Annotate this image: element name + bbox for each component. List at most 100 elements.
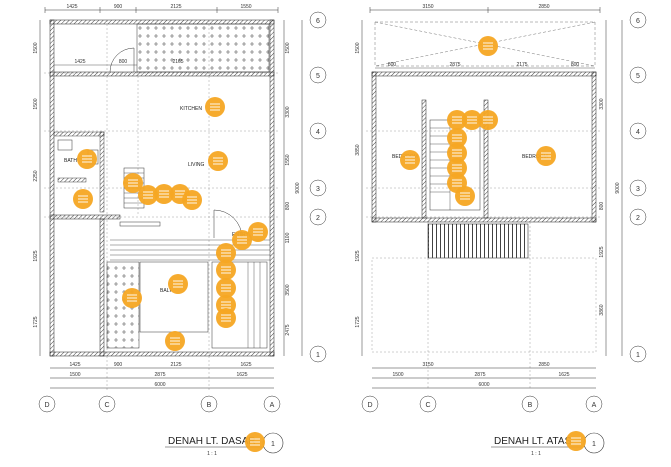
grid-x-c: C xyxy=(104,402,109,409)
grid-x-a: A xyxy=(270,402,275,409)
upper-grid-x-c: C xyxy=(425,402,430,409)
grid-bubbles-x-upper: D C B A xyxy=(361,395,603,413)
upper-grid-x-b: B xyxy=(528,402,533,409)
upper-grid-x-d: D xyxy=(367,402,372,409)
left-dimensions-upper: 1500 3850 1925 1725 xyxy=(355,20,363,356)
top-dimensions-upper: 3150 2850 xyxy=(369,4,601,13)
grid-x-d: D xyxy=(44,402,49,409)
upper-inner-dim-2: 2875 xyxy=(449,62,460,68)
upper-grid-y-3: 3 xyxy=(636,186,640,193)
inner-dim-2: 800 xyxy=(119,59,128,65)
upper-bottom-total: 6000 xyxy=(478,382,489,388)
upper-sheet-number: 1 xyxy=(592,441,596,448)
upper-grid-y-5: 5 xyxy=(636,73,640,80)
grid-bubbles-y-upper: 6 5 4 3 2 1 xyxy=(629,11,647,363)
upper-inner-dim-3: 2175 xyxy=(516,62,527,68)
left-dim-5: 1725 xyxy=(33,316,39,327)
upper-grid-y-4: 4 xyxy=(636,129,640,136)
left-dim-2: 1500 xyxy=(33,98,39,109)
top-dim-3: 2125 xyxy=(170,4,181,10)
upper-right-total: 9000 xyxy=(615,182,621,193)
upper-grid-x-a: A xyxy=(592,402,597,409)
plan-title: DENAH LT. DASAR xyxy=(168,436,256,447)
upper-left-dim-2: 3850 xyxy=(355,144,361,155)
room-label-living: LIVING xyxy=(188,162,205,168)
upper-left-dim-1: 1500 xyxy=(355,42,361,53)
room-label-bedroom-2: BEDROOM xyxy=(522,154,548,160)
right-dim-6: 3500 xyxy=(285,284,291,295)
bottom-dim-2: 900 xyxy=(114,362,123,368)
plan-title-block: DENAH LT. DASAR 1 : 1 1 xyxy=(165,432,284,457)
right-dimensions-upper: 3300 800 1925 3860 9000 xyxy=(599,20,623,356)
upper-left-dim-3: 1925 xyxy=(355,250,361,261)
upper-bottom2-dim-2: 2875 xyxy=(474,372,485,378)
right-dim-4: 800 xyxy=(285,202,291,211)
garden-area xyxy=(136,23,270,73)
plan-ground-floor: 1425 900 2125 1550 1425 800 2165 xyxy=(33,4,327,457)
left-dim-4: 1925 xyxy=(33,250,39,261)
plan-upper-floor: 3150 2850 800 2875 2175 800 xyxy=(355,4,647,457)
right-dim-2: 3300 xyxy=(285,106,291,117)
left-dimensions: 1500 1500 2250 1925 1725 xyxy=(33,20,41,356)
inner-dim-1: 1425 xyxy=(74,59,85,65)
plan-scale: 1 : 1 xyxy=(207,451,217,457)
rear-door-swing xyxy=(109,47,135,73)
left-dim-1: 1500 xyxy=(33,42,39,53)
grid-y-5: 5 xyxy=(316,73,320,80)
upper-plan-scale: 1 : 1 xyxy=(531,451,541,457)
right-dim-5: 1100 xyxy=(285,232,291,243)
upper-plan-title: DENAH LT. ATAS xyxy=(494,436,572,447)
grid-y-4: 4 xyxy=(316,129,320,136)
upper-top-dim-1: 3150 xyxy=(422,4,433,10)
bottom-dim-1: 1425 xyxy=(69,362,80,368)
upper-grid-y-2: 2 xyxy=(636,215,640,222)
bottom-dimensions: 1425 900 2125 1625 1500 2875 1625 6000 xyxy=(50,362,274,389)
room-label-bath: BATH xyxy=(64,158,77,164)
top-dim-1: 1425 xyxy=(66,4,77,10)
upper-right-dim-2: 800 xyxy=(599,202,605,211)
grid-y-2: 2 xyxy=(316,215,320,222)
left-dim-3: 2250 xyxy=(33,170,39,181)
bottom2-dim-3: 1625 xyxy=(236,372,247,378)
upper-bottom2-dim-3: 1625 xyxy=(558,372,569,378)
bottom-dimensions-upper: 3150 2850 1500 2875 1625 6000 xyxy=(372,362,596,389)
top-dim-4: 1550 xyxy=(240,4,251,10)
grid-y-1: 1 xyxy=(316,352,320,359)
bottom-total-dim: 6000 xyxy=(154,382,165,388)
upper-inner-dim-4: 800 xyxy=(571,62,580,68)
bathroom: BATH xyxy=(53,131,105,213)
upper-plan-title-block: DENAH LT. ATAS 1 : 1 1 xyxy=(491,432,605,457)
right-dimensions: 1500 3300 1550 800 1100 3500 2475 9000 xyxy=(283,20,303,356)
grid-bubbles-x: D C B A xyxy=(38,395,281,413)
room-label-bali: BALI xyxy=(160,288,171,294)
right-dim-7: 2475 xyxy=(285,324,291,335)
bottom-dim-4: 1625 xyxy=(240,362,251,368)
grid-y-6: 6 xyxy=(316,18,320,25)
right-dim-3: 1550 xyxy=(285,154,291,165)
balcony-grille xyxy=(427,223,529,259)
upper-left-dim-4: 1725 xyxy=(355,316,361,327)
bottom2-dim-1: 1500 xyxy=(69,372,80,378)
room-label-kitchen: KITCHEN xyxy=(180,106,202,112)
top-dim-2: 900 xyxy=(114,4,123,10)
upper-bottom2-dim-1: 1500 xyxy=(392,372,403,378)
inner-dim-3: 2165 xyxy=(172,59,183,65)
upper-right-dim-1: 3300 xyxy=(599,98,605,109)
top-dimensions: 1425 900 2125 1550 xyxy=(44,4,279,13)
grid-x-b: B xyxy=(207,402,212,409)
upper-bottom-dim-1: 3150 xyxy=(422,362,433,368)
right-dim-1: 1500 xyxy=(285,42,291,53)
outer-walls-upper xyxy=(371,71,597,223)
right-total-dim: 9000 xyxy=(295,182,301,193)
grid-y-3: 3 xyxy=(316,186,320,193)
bottom-dim-3: 2125 xyxy=(170,362,181,368)
sheet-number: 1 xyxy=(271,441,275,448)
comment-markers[interactable] xyxy=(73,36,586,452)
upper-grid-y-1: 1 xyxy=(636,352,640,359)
upper-top-dim-2: 2850 xyxy=(538,4,549,10)
upper-right-dim-4: 3860 xyxy=(599,304,605,315)
upper-bottom-dim-2: 2850 xyxy=(538,362,549,368)
upper-grid-y-6: 6 xyxy=(636,18,640,25)
bottom2-dim-2: 2875 xyxy=(154,372,165,378)
